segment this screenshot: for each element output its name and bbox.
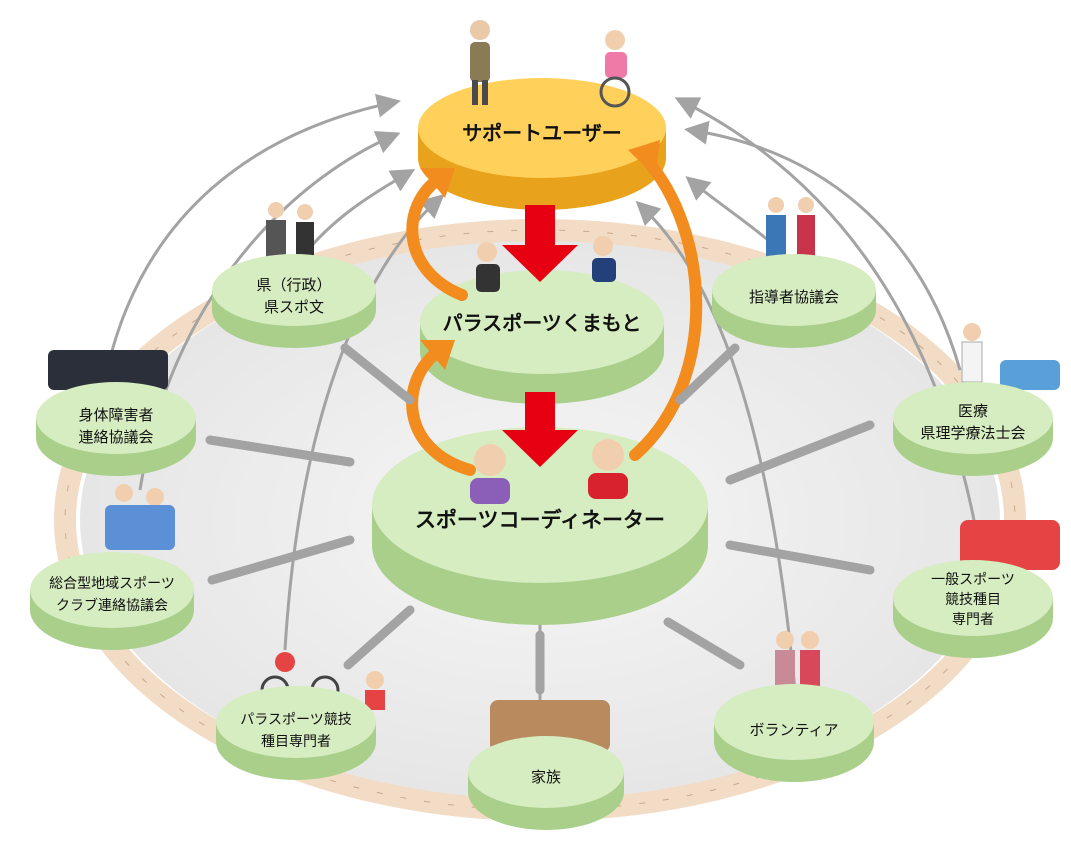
node-clubs-line1: 総合型地域スポーツ (49, 576, 175, 592)
double-arrow-prefecture (340, 343, 415, 405)
node-family: 家族 (468, 736, 624, 830)
person-coordinator-left (470, 444, 510, 504)
person-officials (266, 202, 314, 260)
person-coordinator-right (588, 439, 628, 499)
node-general-line3: 専門者 (952, 612, 994, 628)
label-sports-coordinator: スポーツコーディネーター (415, 508, 665, 532)
orange-arrows (406, 152, 703, 476)
double-arrow-para (343, 605, 415, 670)
svg-text:身体障害者連絡協議会: 身体障害者連絡協議会 (78, 406, 153, 446)
orange-arrow-left-lower (406, 344, 476, 476)
node-para-experts: パラスポーツ競技種目専門者 (216, 686, 376, 780)
node-instructors: 指導者協議会 (712, 254, 876, 348)
double-arrows (205, 343, 875, 695)
label-para-sports-kumamoto: パラスポーツくまもと (443, 311, 642, 335)
red-arrow-middle (502, 392, 578, 467)
center-top-disk (418, 78, 666, 210)
node-disability-line1: 身体障害者 (78, 406, 153, 424)
double-arrow-medical (725, 420, 875, 485)
double-arrow-volunteer (663, 617, 745, 670)
orange-head-right (628, 140, 660, 176)
orange-head-left-upper (420, 168, 455, 198)
orange-arrowheads (420, 140, 660, 370)
person-group-disability (48, 350, 168, 390)
node-clubs-line2: クラブ連絡協議会 (56, 597, 168, 614)
person-therapist (1000, 360, 1060, 390)
node-medical-line1: 医療 (958, 402, 988, 420)
curve-arrow-disability (103, 93, 401, 381)
svg-text:県（行政）県スポ文: 県（行政） 県スポ文 (256, 276, 331, 316)
person-doctor (961, 323, 983, 383)
node-prefecture-line2: 県スポ文 (264, 298, 324, 316)
person-volunteers (775, 631, 820, 695)
svg-text:一般スポーツ競技種目専門者: 一般スポーツ競技種目専門者 (931, 572, 1015, 628)
double-arrow-general (725, 540, 875, 575)
node-instructors-line1: 指導者協議会 (749, 288, 839, 306)
node-para-line1: パラスポーツ競技 (240, 712, 351, 728)
svg-text:指導者協議会: 指導者協議会 (749, 288, 839, 306)
node-medical-line2: 県理学療法士会 (920, 424, 1025, 442)
node-prefecture: 県（行政） 県スポ文 (212, 254, 376, 348)
orange-head-left-lower (420, 340, 455, 370)
orange-arrow-right (629, 152, 703, 461)
curve-arrow-medical (684, 120, 962, 371)
person-wheelchair-user (599, 30, 631, 108)
svg-text:パラスポーツ競技種目専門者: パラスポーツ競技種目専門者 (240, 712, 351, 750)
double-arrow-clubs (207, 535, 355, 585)
curve-arrow-volunteer (635, 200, 797, 691)
person-elders-group (105, 484, 175, 550)
double-arrow-disability (205, 435, 355, 467)
person-operator-right (592, 236, 616, 282)
person-elderly-cane (470, 20, 490, 105)
red-arrows (502, 205, 578, 467)
node-sports-clubs: 総合型地域スポーツクラブ連絡協議会 (30, 552, 194, 650)
double-arrow-instructors (675, 343, 740, 405)
node-general-line2: 競技種目 (945, 592, 1001, 608)
center-middle-disk (420, 270, 664, 404)
node-general-line1: 一般スポーツ (931, 572, 1015, 588)
node-prefecture-line1: 県（行政） (256, 276, 331, 294)
svg-text:ボランティア: ボランティア (749, 721, 838, 739)
node-volunteers: ボランティア (714, 684, 874, 782)
svg-text:家族: 家族 (531, 768, 561, 786)
svg-text:総合型地域スポーツクラブ連絡協議会: 総合型地域スポーツクラブ連絡協議会 (49, 576, 175, 614)
node-general-sports: 一般スポーツ競技種目専門者 (893, 560, 1053, 658)
node-disability-orgs: 身体障害者連絡協議会 (36, 382, 196, 476)
red-arrow-top (502, 205, 578, 282)
orange-arrow-left-upper (406, 172, 468, 301)
node-family-line1: 家族 (531, 768, 561, 786)
node-medical: 医療県理学療法士会 (893, 382, 1053, 476)
person-athletes (960, 520, 1060, 570)
node-para-line2: 種目専門者 (261, 734, 331, 750)
person-operator-left (476, 242, 500, 292)
node-volunteers-line1: ボランティア (749, 721, 838, 739)
node-disability-line2: 連絡協議会 (78, 428, 153, 446)
svg-text:医療県理学療法士会: 医療県理学療法士会 (920, 402, 1025, 442)
label-support-user: サポートユーザー (462, 121, 622, 145)
